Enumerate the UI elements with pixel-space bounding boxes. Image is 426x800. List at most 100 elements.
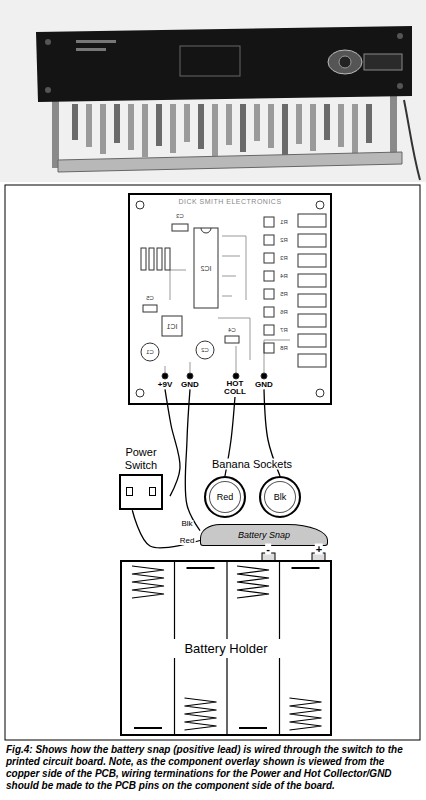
power-switch: Power Switch (112, 446, 170, 510)
part-label: IC1 (166, 323, 179, 330)
mounting-hole (136, 389, 144, 397)
figure-frame (5, 185, 420, 740)
panel-screw (397, 33, 403, 39)
pcb-overlay: DICK SMITH ELECTRONICS +9V GND HOT COLL GND (128, 193, 332, 405)
node-text: HOT COLL (222, 380, 248, 397)
photo-component (128, 104, 134, 150)
pcb-terminal: GND (253, 381, 275, 389)
panel-screw (45, 87, 51, 93)
photo-component (184, 104, 190, 142)
panel-graphic (76, 40, 116, 43)
pcb-trace (165, 236, 290, 376)
photo-component (352, 104, 358, 154)
photo-component (114, 104, 120, 143)
photo-component (226, 104, 232, 145)
part-label: R5 (279, 291, 289, 297)
photo-component (338, 104, 344, 147)
mounting-hole (136, 201, 144, 209)
photo-ground (0, 0, 426, 182)
part-label: C1 (145, 349, 155, 355)
pcb-pin (261, 373, 267, 379)
pcb-terminal: +9V (156, 381, 175, 389)
ic-outline (194, 228, 218, 308)
capacitor-outline (196, 341, 214, 359)
node-text: Blk (274, 492, 287, 502)
node-text: +9V (156, 381, 175, 389)
pcb-pin (233, 373, 239, 379)
banana-socket: Blk (259, 476, 301, 518)
photo-component (240, 104, 246, 152)
node-text: Battery Holder (122, 639, 330, 658)
wire-colour: Red (179, 537, 196, 545)
standoff (52, 98, 59, 168)
capacitor-outline (225, 336, 239, 343)
node-text: DICK SMITH ELECTRONICS (130, 195, 330, 205)
resistor-outline (149, 248, 154, 270)
node-text: GND (179, 381, 201, 389)
resistor-outline (264, 253, 274, 263)
battery-snap: Battery Snap (200, 524, 328, 546)
ic-notch (201, 228, 211, 233)
part-label: R7 (279, 327, 289, 333)
polarity-mark: + (315, 544, 323, 555)
resistor-outline (264, 217, 274, 227)
node-text: Power Switch (112, 446, 170, 471)
wire (185, 389, 200, 530)
resistor-outline (264, 343, 274, 353)
panel-screw (45, 39, 51, 45)
switch-terminal (126, 487, 133, 496)
capacitor-outline (172, 224, 188, 231)
part-label: C2 (200, 347, 210, 353)
photo-component (310, 104, 316, 151)
led-outline (298, 314, 326, 327)
photo-component (324, 104, 330, 140)
panel-graphic (180, 46, 240, 76)
part-label: R4 (279, 273, 289, 279)
pcb-terminal: GND (179, 381, 201, 389)
photo-component (282, 104, 288, 155)
photo-component (254, 104, 260, 141)
resistor-outline (264, 271, 274, 281)
battery-spring (185, 698, 217, 730)
part-label: C4 (227, 327, 237, 333)
photo-component (366, 104, 372, 143)
switch-body (364, 54, 402, 70)
wire-colour: Blk (180, 520, 193, 528)
resistor-outline (264, 307, 274, 317)
battery-contact (292, 567, 320, 569)
part-label: C5 (145, 295, 155, 301)
led-outline (298, 234, 326, 247)
battery-holder: Battery Holder (120, 560, 332, 736)
led-outline (298, 354, 326, 367)
photo-component (296, 104, 302, 144)
node-text: GND (253, 381, 275, 389)
node-text: Battery Snap (238, 530, 290, 540)
photo-component (268, 104, 274, 148)
illustration-part (72, 104, 372, 157)
panel-graphic (76, 48, 106, 51)
banana-socket: Red (204, 476, 246, 518)
led-outline (298, 274, 326, 287)
pcb-terminal: HOT COLL (222, 380, 248, 397)
part-label: R3 (279, 255, 289, 261)
mounting-hole (316, 201, 324, 209)
resistor-outline (157, 248, 162, 270)
part-label: R6 (279, 309, 289, 315)
front-panel (36, 26, 412, 102)
lead-wire (404, 100, 420, 180)
part-label: R8 (279, 345, 289, 351)
part-label: R2 (279, 237, 289, 243)
photo-component (156, 104, 162, 146)
resistor-outline (141, 248, 146, 270)
led-outline (298, 254, 326, 267)
battery-contact (134, 727, 162, 729)
capacitor-outline (143, 305, 157, 312)
jack-socket (339, 56, 351, 68)
switch-body (119, 474, 163, 510)
product-photo (0, 0, 426, 182)
lower-pcb (58, 152, 402, 172)
polarity-mark: - (265, 544, 271, 555)
battery-contact (187, 567, 215, 569)
